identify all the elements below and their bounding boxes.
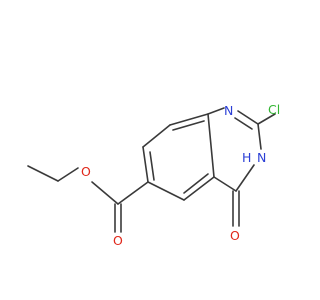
- atom-ester-carbonyl-o-label: O: [113, 233, 123, 248]
- bond-c6-ester-c: [117, 181, 149, 205]
- bond-ch2-ch3: [27, 165, 59, 182]
- bond-n1-c2: [237, 110, 259, 125]
- bond-c8a-c8: [169, 113, 209, 126]
- bond-n1-c2-inner: [234, 117, 253, 130]
- bond-c8-c7: [142, 124, 171, 148]
- bond-c7-c6: [142, 146, 149, 183]
- structure-canvas: N Cl N H O O O: [27, 102, 280, 248]
- bond-c6-c5: [147, 181, 185, 201]
- bond-c4-c4a: [213, 176, 237, 192]
- atom-n3-hydrogen-label: H: [242, 150, 251, 165]
- atom-cl-label: Cl: [268, 102, 280, 117]
- bond-c8a-n1: [207, 107, 225, 115]
- bond-c8-c8-inner: [172, 120, 205, 131]
- bond-c6-c6-inner: [149, 151, 155, 181]
- bond-c5-c4a: [183, 176, 215, 201]
- bond-o-ch2: [57, 167, 79, 182]
- bond-c2-n3: [257, 123, 262, 150]
- atom-carbonyl-o-label: O: [230, 228, 240, 243]
- bond-c5-c4a-inner: [183, 173, 209, 194]
- molecule-drawing: N Cl N H O O O: [27, 102, 280, 248]
- atom-ester-ether-o-label: O: [81, 164, 91, 179]
- bond-n3-c4: [235, 164, 255, 192]
- bond-c4a-c8a: [207, 113, 215, 178]
- bond-c2-cl: [257, 113, 276, 125]
- bond-ester-c-o-ether: [91, 181, 119, 205]
- atom-n3-label: N: [257, 150, 266, 165]
- atom-n1-label: N: [224, 103, 233, 118]
